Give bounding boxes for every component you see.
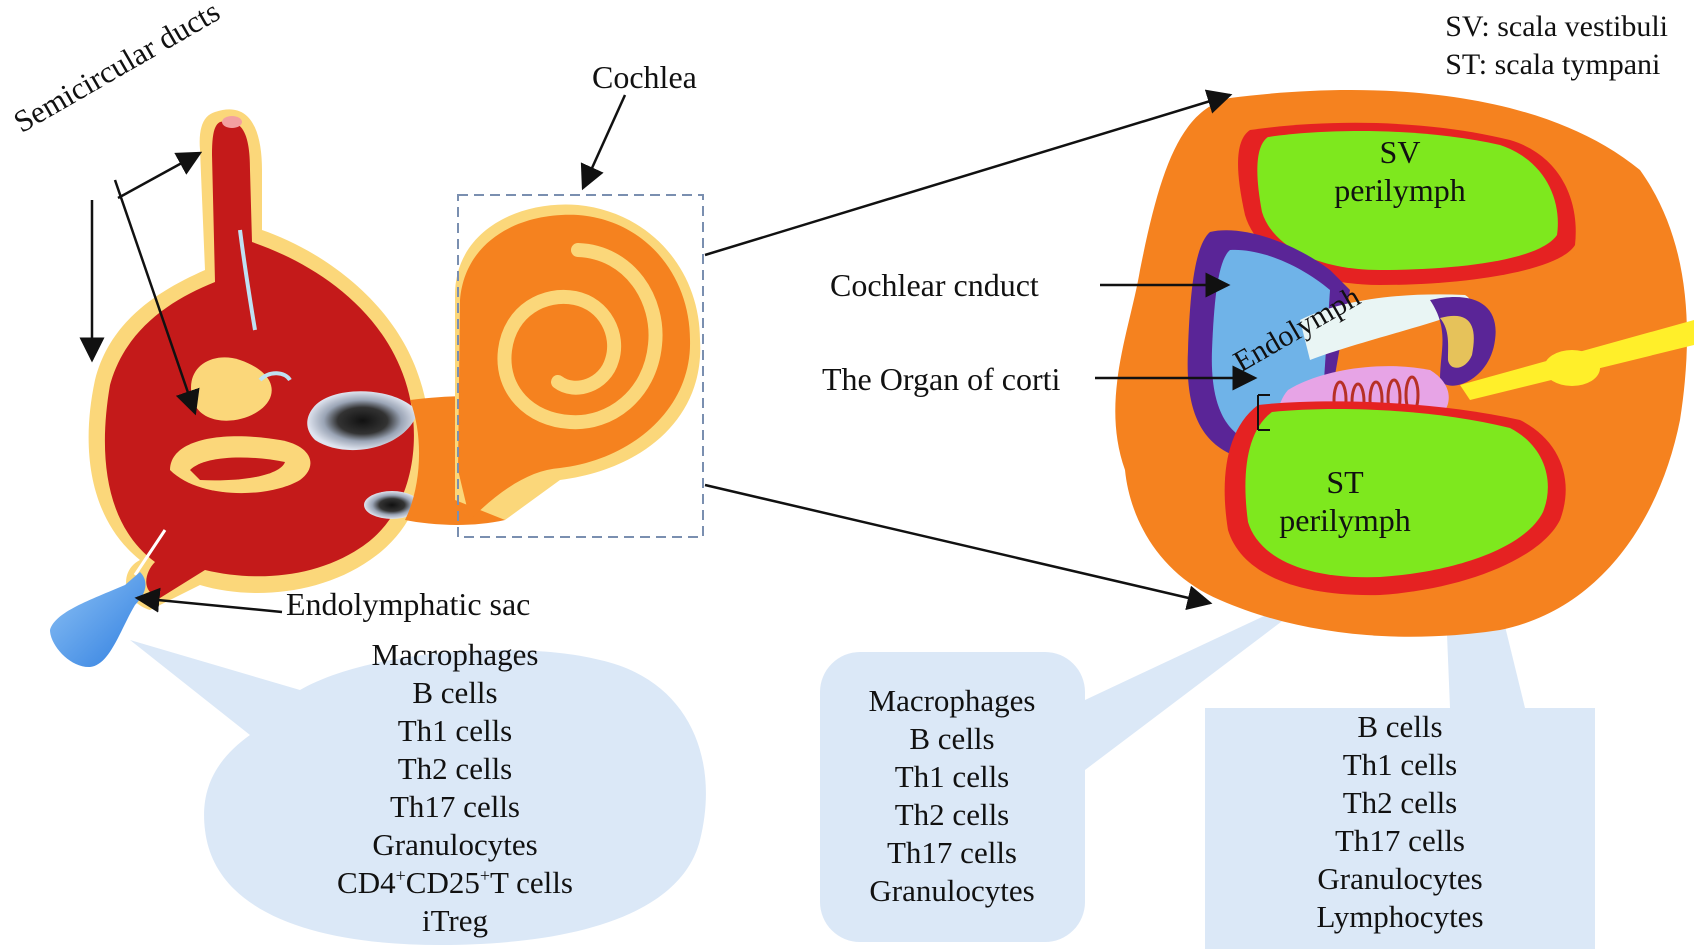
abbreviation-legend: SV: scala vestibuli ST: scala tympani <box>1445 8 1668 84</box>
list-item: Th2 cells <box>1250 784 1550 822</box>
list-item: Granulocytes <box>1250 860 1550 898</box>
sv-perilymph-label: SV perilymph <box>1300 133 1500 209</box>
list-item: CD4+CD25+T cells <box>300 864 610 902</box>
list-item: Lymphocytes <box>1250 898 1550 936</box>
semicircular-ducts-illustration <box>89 109 505 610</box>
st-perilymph-text: perilymph <box>1245 501 1445 539</box>
list-item: B cells <box>1250 708 1550 746</box>
list-item: Granulocytes <box>300 826 610 864</box>
cochlea-label: Cochlea <box>592 60 697 94</box>
list-item: Granulocytes <box>822 872 1082 910</box>
endolymphatic-sac-cell-list: Macrophages B cells Th1 cells Th2 cells … <box>300 636 610 940</box>
endolymphatic-sac-label: Endolymphatic sac <box>286 587 530 621</box>
list-item: Th2 cells <box>822 796 1082 834</box>
list-item: Th1 cells <box>1250 746 1550 784</box>
organ-region-cell-list: B cells Th1 cells Th2 cells Th17 cells G… <box>1250 708 1550 936</box>
list-item: Th1 cells <box>300 712 610 750</box>
list-item: B cells <box>822 720 1082 758</box>
list-item: B cells <box>300 674 610 712</box>
list-item: Th2 cells <box>300 750 610 788</box>
sv-label: SV <box>1300 133 1500 171</box>
list-item: Th17 cells <box>822 834 1082 872</box>
list-item: Th17 cells <box>300 788 610 826</box>
legend-sv: SV: scala vestibuli <box>1445 8 1668 46</box>
list-item: iTreg <box>300 902 610 940</box>
organ-of-corti-label: The Organ of corti <box>822 362 1060 396</box>
cochlear-duct-label: Cochlear cnduct <box>830 268 1039 302</box>
list-item: Th17 cells <box>1250 822 1550 860</box>
sv-perilymph-text: perilymph <box>1300 171 1500 209</box>
list-item: Macrophages <box>300 636 610 674</box>
st-label: ST <box>1245 463 1445 501</box>
list-item: Th1 cells <box>822 758 1082 796</box>
st-perilymph-cell-list: Macrophages B cells Th1 cells Th2 cells … <box>822 682 1082 910</box>
cochlea-spiral <box>455 204 700 520</box>
endolymphatic-sac-shape <box>50 572 145 667</box>
list-item: Macrophages <box>822 682 1082 720</box>
legend-st: ST: scala tympani <box>1445 46 1668 84</box>
st-perilymph-label: ST perilymph <box>1245 463 1445 539</box>
